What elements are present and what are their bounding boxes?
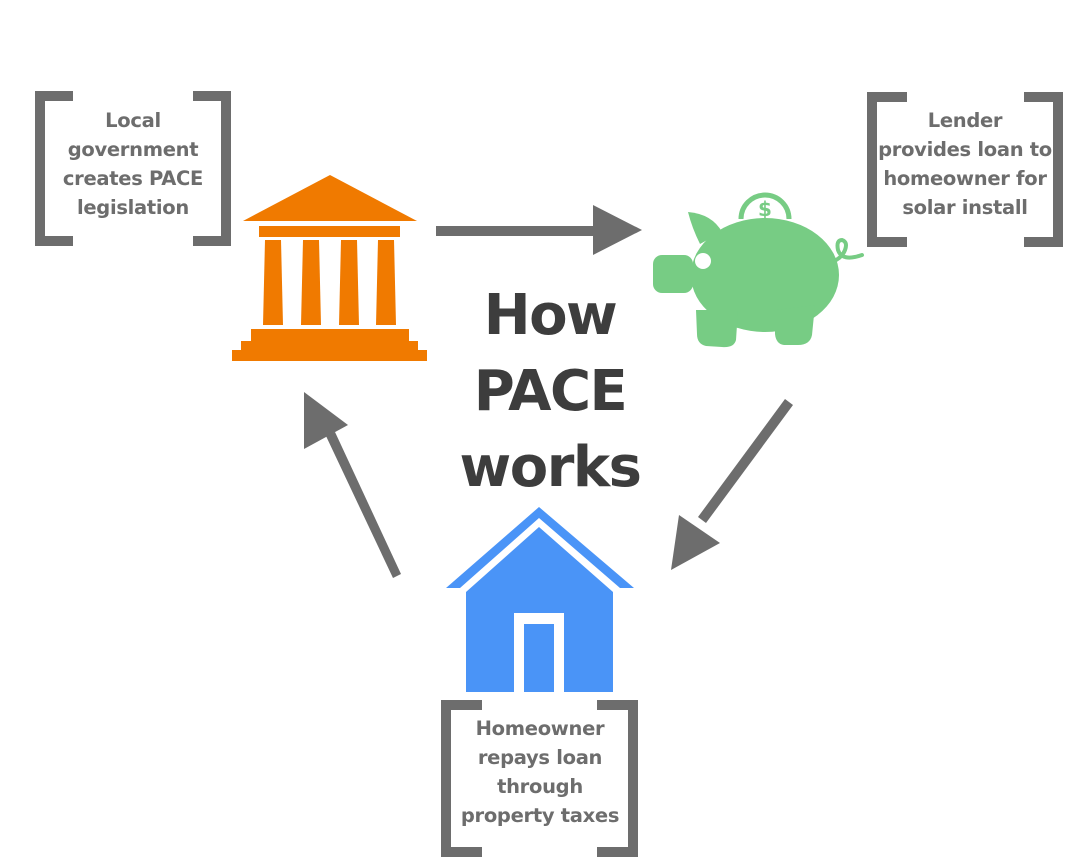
caption-homeowner: Homeowner repays loan through property t… [450,714,630,830]
bracket-right [1024,92,1063,247]
bracket-lender [867,92,1063,247]
piggy-leg [775,305,815,345]
building-entablature [259,226,400,237]
arrow-shaft [698,399,793,523]
caption-line: creates PACE [62,167,204,190]
bracket-right [193,91,231,246]
arrow-head [304,392,348,449]
diagram-title: How PACE works [440,278,660,506]
title-line: PACE [473,359,628,424]
building-roof [243,175,417,221]
caption-line: legislation [77,196,189,219]
coin-dollar-sign: $ [758,197,772,221]
caption-line: repays loan [477,746,603,769]
bracket-left [441,700,482,857]
piggy-bank-icon: $ [653,192,864,348]
piggy-ear [688,212,722,244]
arrow-homeowner-to-government [304,392,401,578]
bracket-left [35,91,73,246]
piggy-body [691,218,839,332]
caption-line: Lender [927,109,1003,132]
caption-government: Local government creates PACE legislatio… [48,106,218,222]
arrow-shaft [436,226,600,236]
building-column [339,240,359,325]
caption-line: government [67,138,199,161]
building-column [301,240,321,325]
bracket-right [597,700,638,857]
caption-line: Homeowner [475,717,605,740]
title-line: How [483,283,618,348]
caption-lender: Lender provides loan to homeowner for so… [873,106,1057,222]
house-body [466,527,613,692]
arrow-head [671,515,720,570]
building-step [241,341,418,351]
piggy-snout [653,255,693,293]
building-step [232,350,427,361]
arrow-government-to-lender [436,205,642,255]
house-door [524,624,554,692]
piggy-leg [696,310,738,348]
bracket-government [35,91,231,246]
arrow-head [593,205,642,255]
house-roof-outline [446,507,634,588]
caption-line: property taxes [460,804,620,827]
bracket-left [867,92,907,247]
building-column [263,240,283,325]
caption-line: provides loan to [878,138,1052,161]
caption-line: Local [105,109,161,132]
piggy-eye [695,253,711,269]
government-building-icon [232,175,427,361]
arrow-lender-to-homeowner [671,399,793,570]
caption-line: solar install [902,196,1028,219]
bracket-homeowner [441,700,638,857]
coin-outline [738,192,792,220]
house-icon [446,507,634,692]
arrow-shaft [326,432,401,578]
building-column [376,240,396,325]
title-line: works [459,435,642,500]
piggy-tail [830,237,864,264]
caption-line: through [497,775,583,798]
caption-line: homeowner for [883,167,1047,190]
building-step [251,329,409,342]
